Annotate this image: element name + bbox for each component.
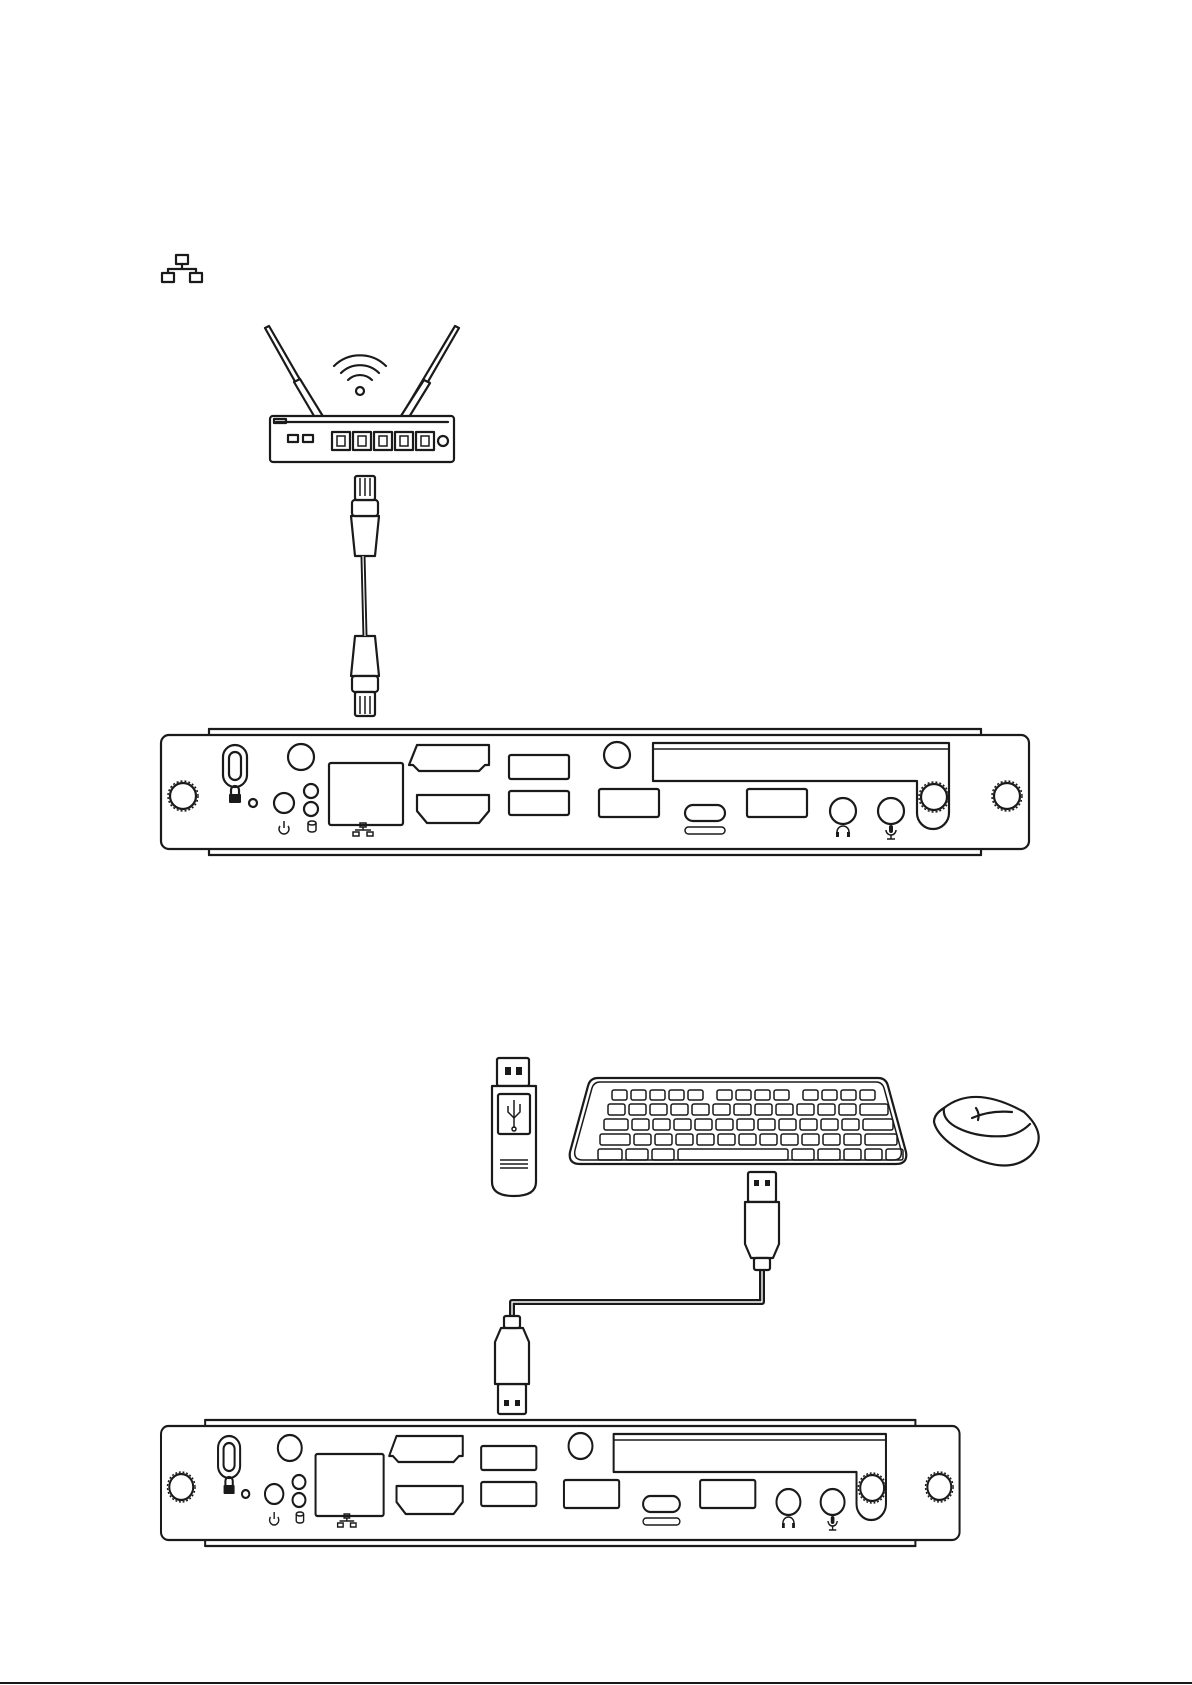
router-icon bbox=[265, 326, 459, 462]
mouse-icon bbox=[934, 1097, 1039, 1166]
usb-cable bbox=[495, 1172, 779, 1414]
usb-flash-drive-icon bbox=[492, 1058, 536, 1196]
rj45-cable bbox=[351, 476, 379, 716]
network-lan-icon bbox=[162, 255, 202, 282]
keyboard-icon bbox=[570, 1078, 907, 1164]
ops-pc-rear-panel bbox=[161, 729, 1029, 855]
ops-pc-rear-panel bbox=[161, 1420, 960, 1546]
